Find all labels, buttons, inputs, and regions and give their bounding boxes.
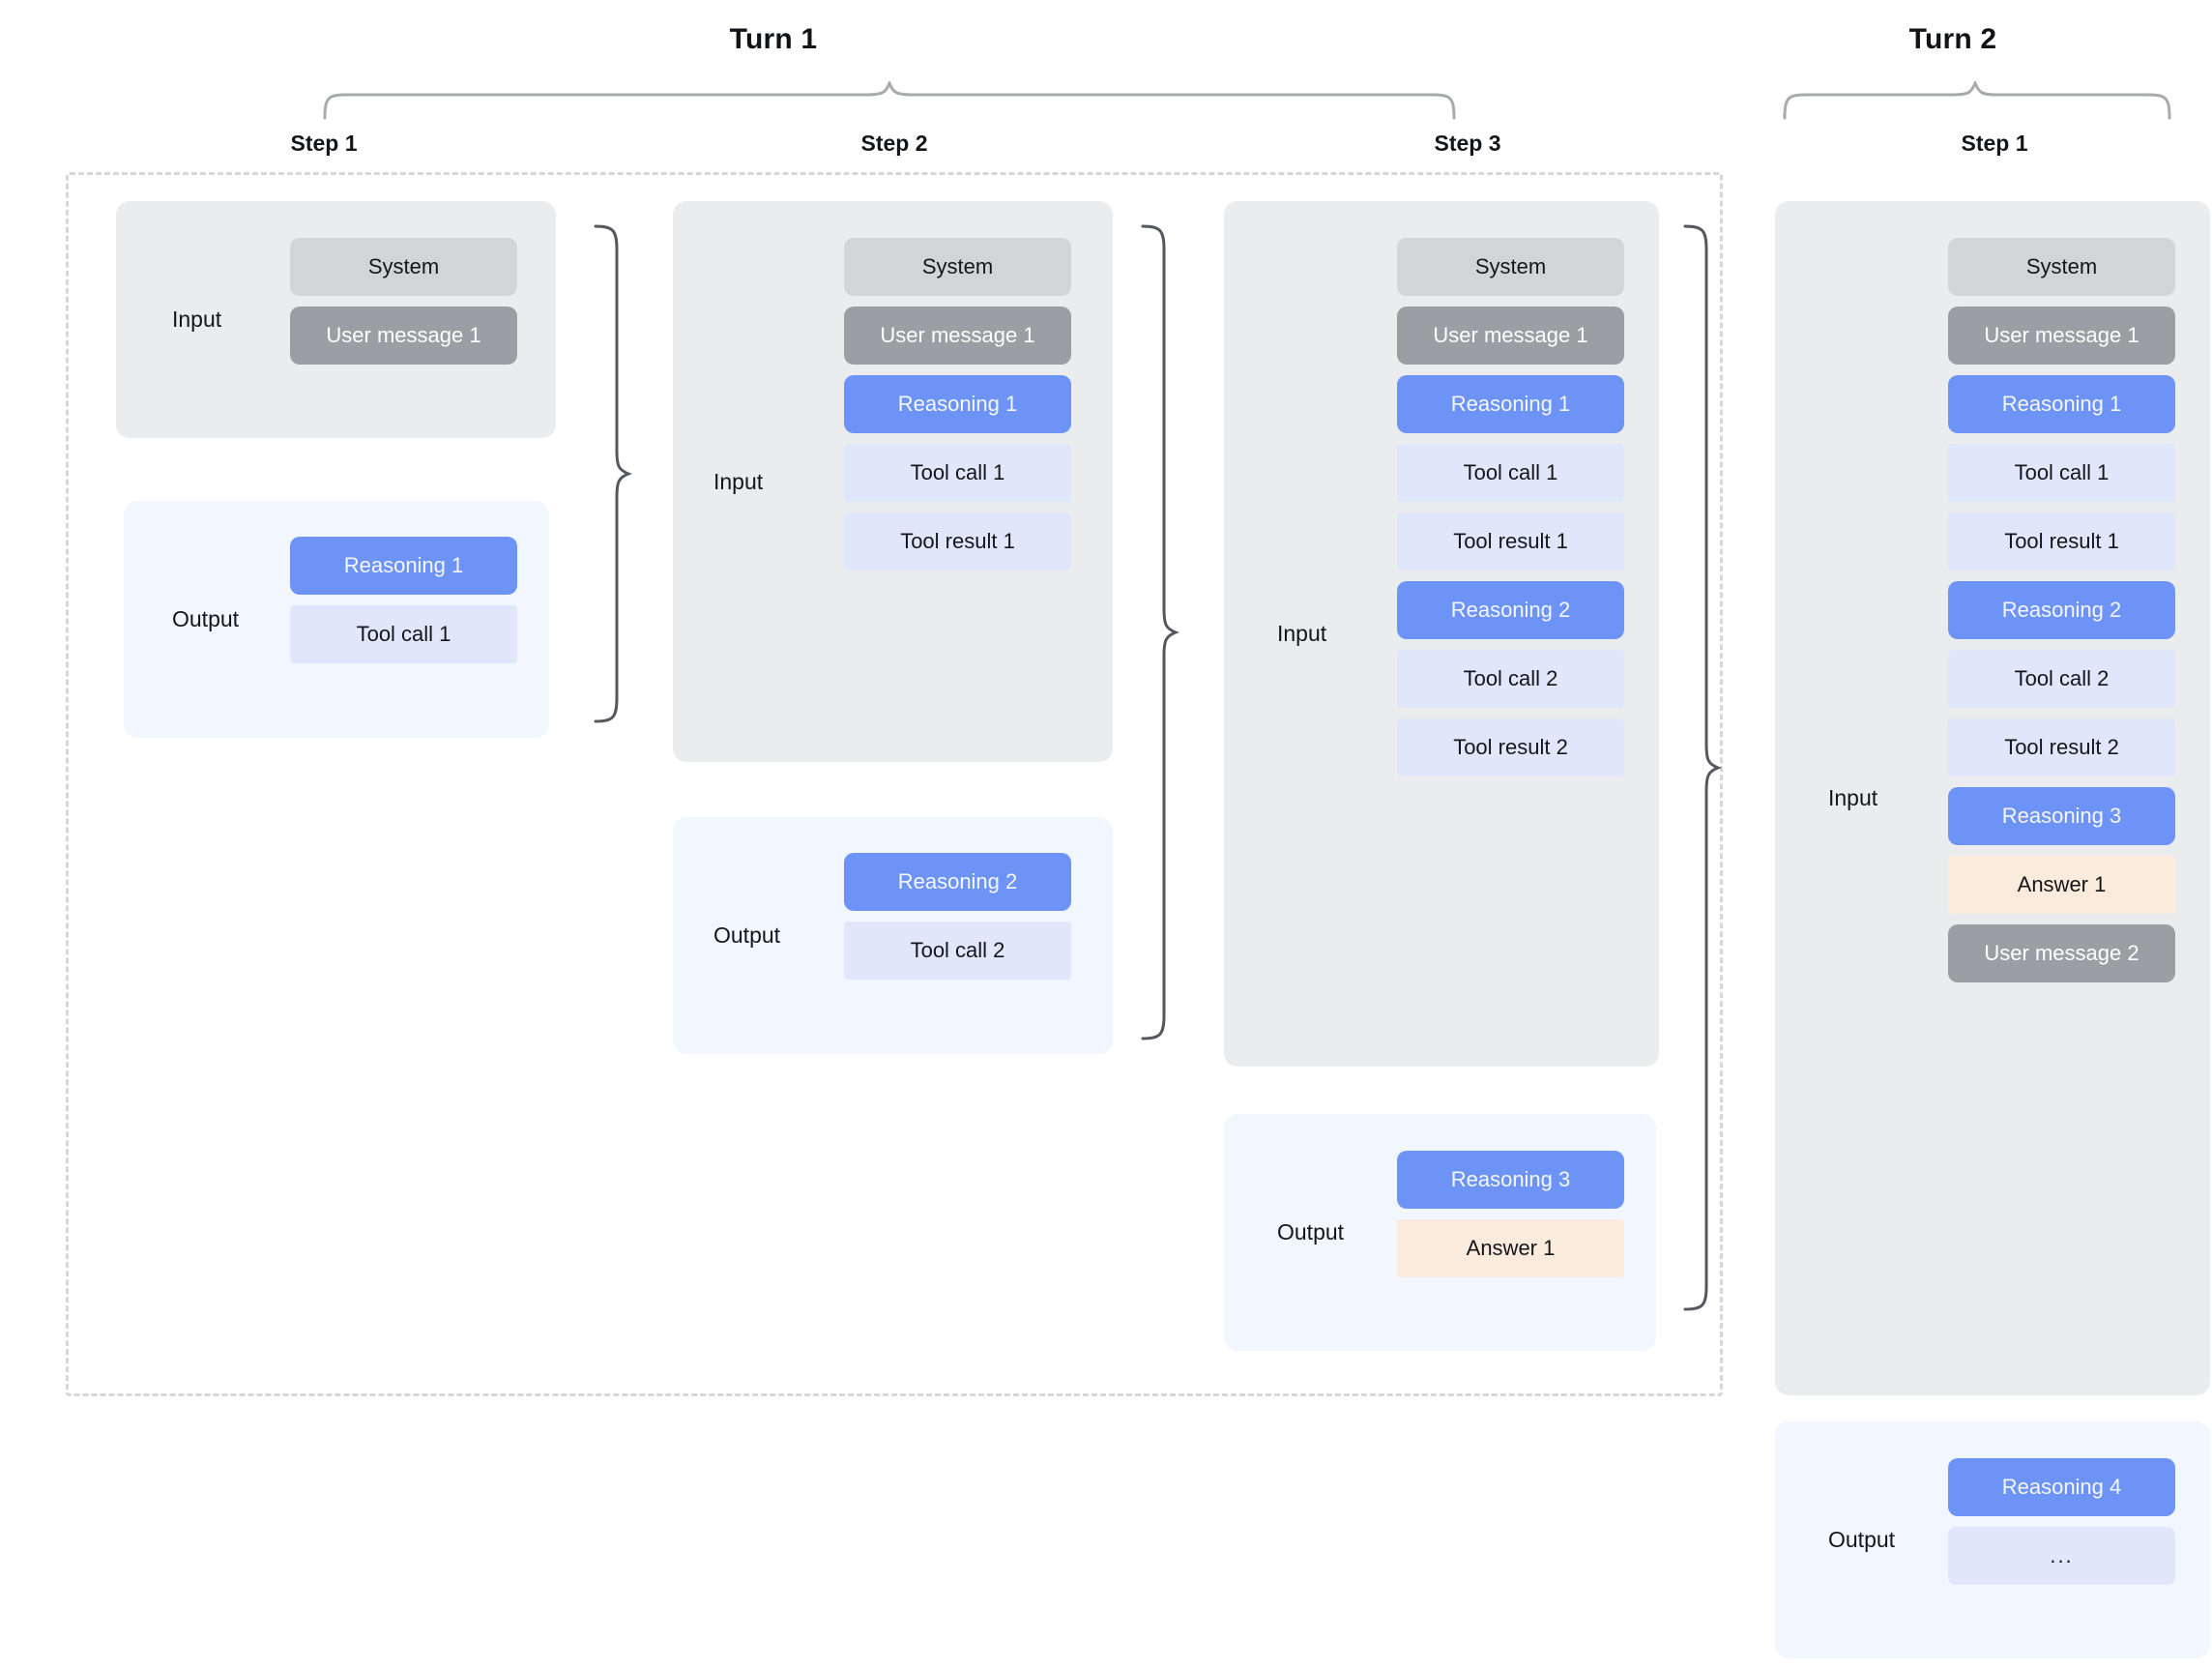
- block-tool-call[interactable]: Tool call 1: [844, 444, 1071, 502]
- block-user-message[interactable]: User message 2: [1948, 924, 2175, 982]
- connector-brace-step1-step2: [588, 222, 632, 725]
- block-reasoning[interactable]: Reasoning 3: [1948, 787, 2175, 845]
- t1-s3-input-blocks: System User message 1 Reasoning 1 Tool c…: [1397, 238, 1624, 776]
- block-system[interactable]: System: [1397, 238, 1624, 296]
- t2-s1-input-blocks: System User message 1 Reasoning 1 Tool c…: [1948, 238, 2175, 982]
- block-ellipsis[interactable]: ...: [1948, 1527, 2175, 1585]
- block-user-message[interactable]: User message 1: [1948, 307, 2175, 365]
- block-tool-call[interactable]: Tool call 1: [290, 605, 517, 663]
- block-user-message[interactable]: User message 1: [844, 307, 1071, 365]
- t1-s2-input-label: Input: [713, 468, 764, 494]
- block-system[interactable]: System: [1948, 238, 2175, 296]
- block-reasoning[interactable]: Reasoning 1: [844, 375, 1071, 433]
- turn-2-brace: [1779, 81, 2175, 120]
- block-reasoning[interactable]: Reasoning 3: [1397, 1151, 1624, 1209]
- step-title-t1-s3: Step 3: [1434, 131, 1501, 156]
- block-reasoning[interactable]: Reasoning 2: [1948, 581, 2175, 639]
- t1-s2-input-blocks: System User message 1 Reasoning 1 Tool c…: [844, 238, 1071, 571]
- turn-1-brace: [319, 81, 1460, 120]
- step-title-t2-s1: Step 1: [1961, 131, 2028, 156]
- step-title-t1-s1: Step 1: [290, 131, 358, 156]
- t2-s1-output-blocks: Reasoning 4 ...: [1948, 1458, 2175, 1585]
- block-reasoning[interactable]: Reasoning 1: [1397, 375, 1624, 433]
- t1-s1-output-label: Output: [172, 606, 240, 631]
- block-tool-result[interactable]: Tool result 1: [844, 512, 1071, 571]
- t2-s1-input-label: Input: [1828, 785, 1878, 810]
- t1-s3-output-blocks: Reasoning 3 Answer 1: [1397, 1151, 1624, 1277]
- t1-s2-output-blocks: Reasoning 2 Tool call 2: [844, 853, 1071, 980]
- turn-2-title: Turn 2: [1908, 23, 1997, 55]
- t1-s1-input-blocks: System User message 1: [290, 238, 517, 365]
- block-tool-call[interactable]: Tool call 1: [1948, 444, 2175, 502]
- block-reasoning[interactable]: Reasoning 4: [1948, 1458, 2175, 1516]
- block-answer[interactable]: Answer 1: [1948, 856, 2175, 914]
- connector-brace-step2-step3: [1135, 222, 1179, 1042]
- block-reasoning[interactable]: Reasoning 1: [1948, 375, 2175, 433]
- block-tool-result[interactable]: Tool result 1: [1397, 512, 1624, 571]
- connector-brace-turn1-turn2: [1677, 222, 1722, 1313]
- block-answer[interactable]: Answer 1: [1397, 1219, 1624, 1277]
- block-tool-call[interactable]: Tool call 2: [1948, 650, 2175, 708]
- t1-s3-output-label: Output: [1277, 1219, 1345, 1244]
- t1-s1-input-label: Input: [172, 307, 222, 332]
- block-user-message[interactable]: User message 1: [290, 307, 517, 365]
- block-user-message[interactable]: User message 1: [1397, 307, 1624, 365]
- block-tool-call[interactable]: Tool call 2: [844, 922, 1071, 980]
- turn-1-region: [66, 172, 1723, 1396]
- block-tool-result[interactable]: Tool result 2: [1397, 718, 1624, 776]
- t1-s3-input-label: Input: [1277, 621, 1327, 646]
- block-tool-call[interactable]: Tool call 1: [1397, 444, 1624, 502]
- step-title-t1-s2: Step 2: [860, 131, 928, 156]
- t2-s1-output-label: Output: [1828, 1527, 1896, 1552]
- turn-1-title: Turn 1: [729, 23, 818, 55]
- block-tool-result[interactable]: Tool result 1: [1948, 512, 2175, 571]
- block-tool-result[interactable]: Tool result 2: [1948, 718, 2175, 776]
- t1-s2-output-label: Output: [713, 922, 781, 948]
- block-reasoning[interactable]: Reasoning 2: [1397, 581, 1624, 639]
- block-reasoning[interactable]: Reasoning 2: [844, 853, 1071, 911]
- block-tool-call[interactable]: Tool call 2: [1397, 650, 1624, 708]
- block-reasoning[interactable]: Reasoning 1: [290, 537, 517, 595]
- t1-s1-output-blocks: Reasoning 1 Tool call 1: [290, 537, 517, 663]
- block-system[interactable]: System: [290, 238, 517, 296]
- block-system[interactable]: System: [844, 238, 1071, 296]
